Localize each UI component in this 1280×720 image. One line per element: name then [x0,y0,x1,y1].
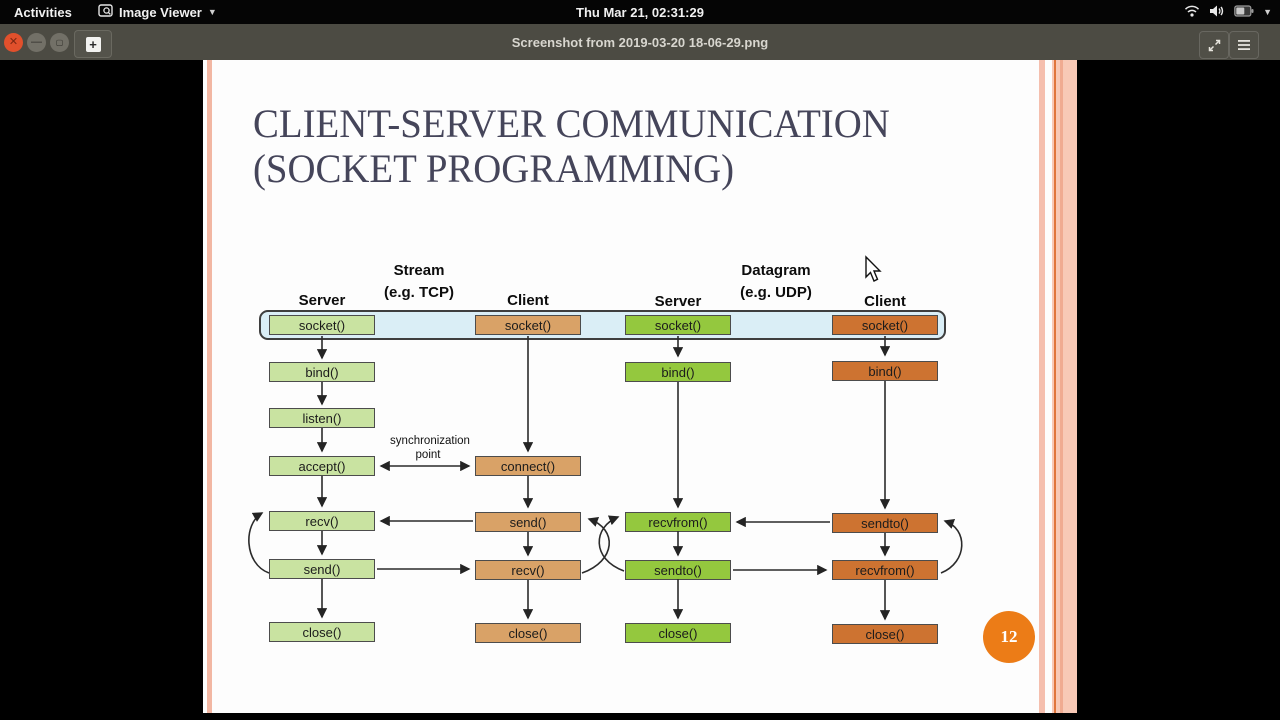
box-udp-server-bind: bind() [625,362,731,382]
box-tcp-client-send: send() [475,512,581,532]
box-udp-client-sendto: sendto() [832,513,938,533]
app-menu-label: Image Viewer [119,4,202,20]
hamburger-icon [1238,40,1250,50]
menu-button[interactable] [1229,31,1259,59]
slide-right-accent-line [1054,60,1056,713]
gnome-top-bar: Activities Image Viewer ▼ Thu Mar 21, 02… [0,0,1280,24]
slide-right-accent-band [1052,60,1077,713]
box-udp-server-recvfrom: recvfrom() [625,512,731,532]
stream-header-line1: Stream [393,262,445,279]
box-tcp-server-bind: bind() [269,362,375,382]
system-status-area[interactable]: ▼ [1184,0,1272,24]
stream-header-line2: (e.g. TCP) [384,284,454,301]
box-udp-server-sendto: sendto() [625,560,731,580]
box-tcp-client-connect: connect() [475,456,581,476]
app-menu-button[interactable]: Image Viewer ▼ [98,0,217,24]
minimize-button[interactable]: — [27,33,46,52]
box-tcp-client-close: close() [475,623,581,643]
box-tcp-server-listen: listen() [269,408,375,428]
window-title-bar [0,24,1280,61]
sync-point-label-line1: synchronization [390,435,470,447]
tcp-server-header: Server [298,292,346,309]
box-tcp-server-accept: accept() [269,456,375,476]
chevron-down-icon: ▼ [207,7,217,17]
image-viewer-icon [98,3,113,21]
box-tcp-server-close: close() [269,622,375,642]
plus-icon: + [85,36,101,52]
tcp-client-header: Client [507,292,549,309]
page-number: 12 [1000,627,1018,646]
gallery-toggle-button[interactable]: + [74,30,112,58]
box-tcp-server-send: send() [269,559,375,579]
slide-title: CLIENT-SERVER COMMUNICATION (SOCKET PROG… [253,101,890,191]
box-tcp-server-socket: socket() [269,315,375,335]
chevron-down-icon: ▼ [1263,7,1272,17]
slide-image [203,60,1077,713]
box-tcp-server-recv: recv() [269,511,375,531]
slide-title-line1: CLIENT-SERVER COMMUNICATION [253,101,890,146]
page-number-badge: 12 [983,611,1035,663]
box-tcp-client-recv: recv() [475,560,581,580]
datagram-header-line1: Datagram [741,262,811,279]
box-udp-client-close: close() [832,624,938,644]
udp-client-header: Client [864,293,906,310]
volume-icon [1209,4,1225,21]
fullscreen-icon [1208,39,1220,51]
wifi-icon [1184,4,1200,21]
maximize-button[interactable]: ▢ [50,33,69,52]
slide-right-accent-line2 [1060,60,1063,713]
close-button[interactable]: ✕ [4,33,23,52]
activities-button[interactable]: Activities [14,4,72,20]
box-udp-client-socket: socket() [832,315,938,335]
slide-title-line2: (SOCKET PROGRAMMING) [253,146,735,192]
slide-right-accent-stripe [1039,60,1045,713]
box-tcp-client-socket: socket() [475,315,581,335]
box-udp-client-bind: bind() [832,361,938,381]
box-udp-server-socket: socket() [625,315,731,335]
box-udp-server-close: close() [625,623,731,643]
slide-left-accent-stripe [207,60,212,713]
clock[interactable]: Thu Mar 21, 02:31:29 [576,4,704,20]
battery-icon [1234,4,1254,20]
box-udp-client-recvfrom: recvfrom() [832,560,938,580]
fullscreen-button[interactable] [1199,31,1229,59]
udp-server-header: Server [654,293,702,310]
datagram-header-line2: (e.g. UDP) [740,284,812,301]
sync-point-label-line2: point [415,449,441,461]
